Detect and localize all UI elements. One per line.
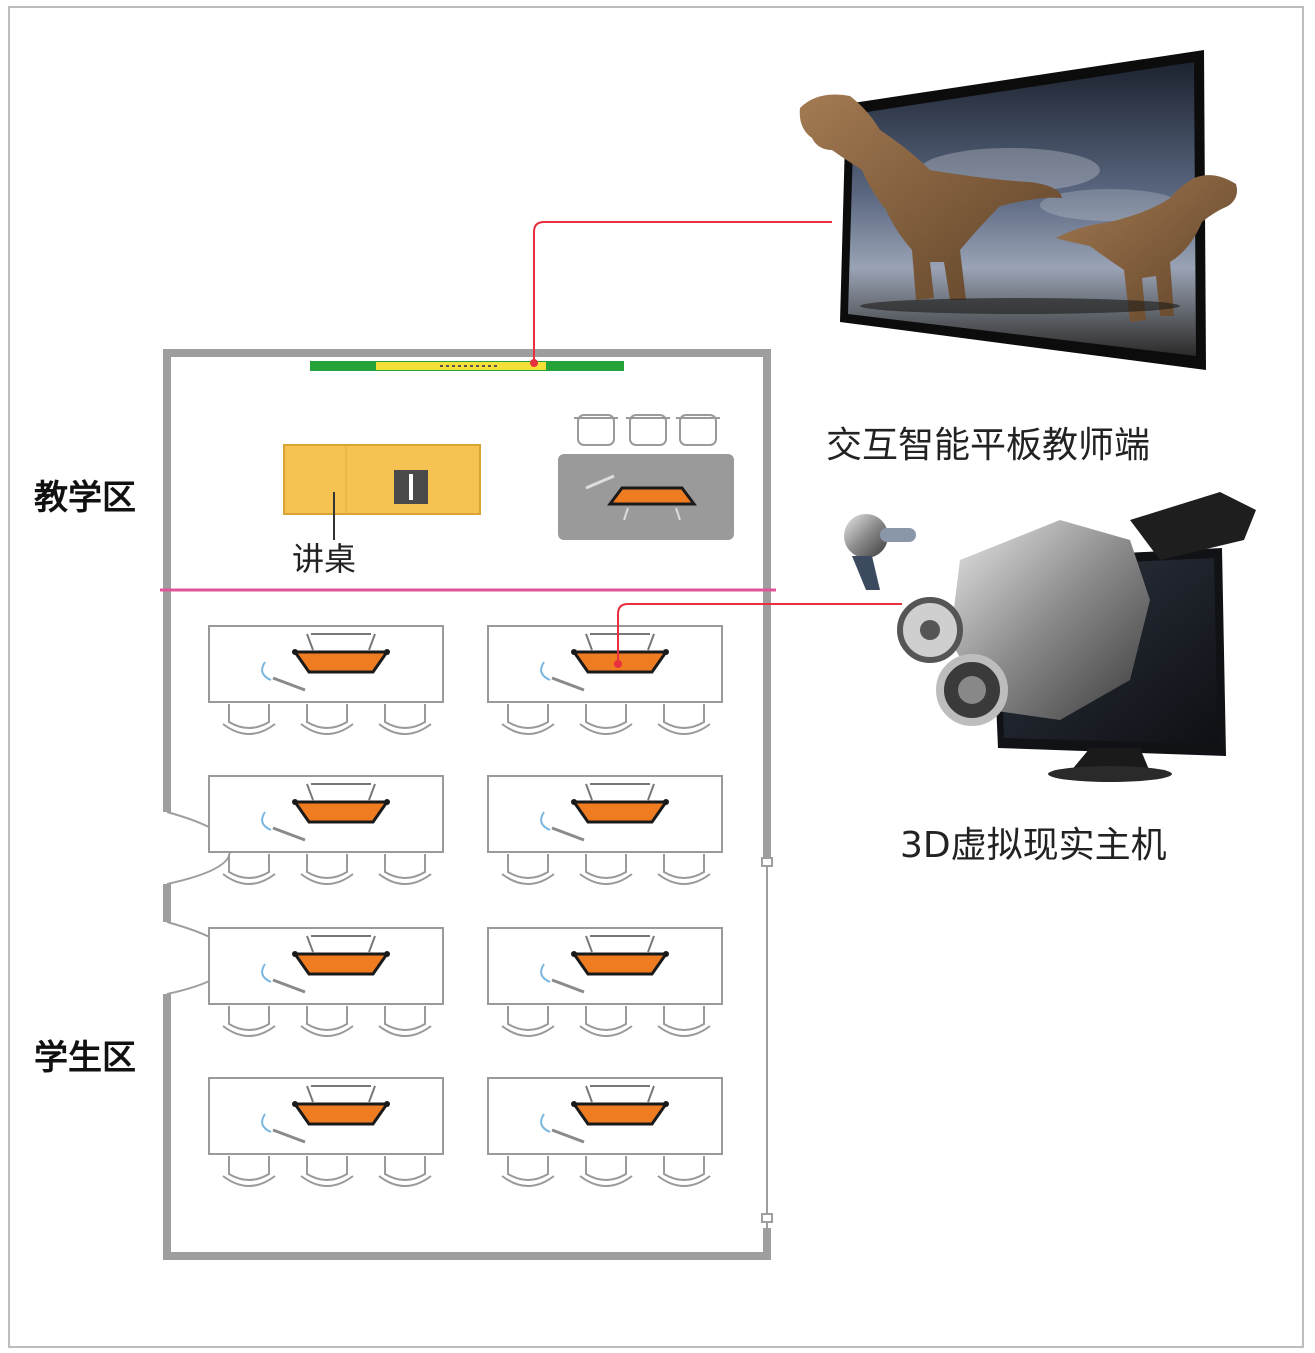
student-desk xyxy=(487,625,723,735)
student-chair xyxy=(378,703,432,735)
student-chair xyxy=(657,703,711,735)
student-chair xyxy=(300,1005,354,1037)
dinosaur-display-image xyxy=(799,50,1237,370)
student-chair xyxy=(579,1005,633,1037)
student-chair xyxy=(222,1005,276,1037)
student-chair xyxy=(300,853,354,885)
student-chair xyxy=(501,703,555,735)
student-zone-label: 学生区 xyxy=(34,1038,136,1078)
interactive-panel-caption: 交互智能平板教师端 xyxy=(826,425,1151,466)
student-chair xyxy=(657,853,711,885)
student-chair xyxy=(501,1155,555,1187)
student-desk xyxy=(208,927,444,1037)
front-interactive-board xyxy=(310,361,624,371)
teacher-station xyxy=(558,414,734,540)
podium-label: 讲桌 xyxy=(292,540,357,578)
student-chair xyxy=(579,853,633,885)
student-chair xyxy=(378,1155,432,1187)
vr-connection-line xyxy=(617,603,902,664)
student-desk xyxy=(208,775,444,885)
student-chair xyxy=(579,703,633,735)
student-desk xyxy=(208,1077,444,1187)
teacher-chair xyxy=(676,414,720,446)
student-chair xyxy=(657,1005,711,1037)
panel-connection-dot xyxy=(530,359,538,367)
student-chair xyxy=(501,853,555,885)
vr-host-caption: 3D虚拟现实主机 xyxy=(900,825,1167,866)
student-chair xyxy=(300,703,354,735)
podium xyxy=(283,444,481,540)
student-desk-group xyxy=(208,625,723,1187)
student-chair xyxy=(300,1155,354,1187)
panel-connection-line xyxy=(533,221,832,363)
teacher-chair xyxy=(574,414,618,446)
student-desk xyxy=(487,1077,723,1187)
student-desk xyxy=(487,775,723,885)
student-chair xyxy=(378,853,432,885)
vr-connection-dot xyxy=(614,660,622,668)
student-chair xyxy=(657,1155,711,1187)
student-chair xyxy=(501,1005,555,1037)
classroom-walls xyxy=(163,349,771,1260)
student-chair xyxy=(222,1155,276,1187)
teaching-zone-label: 教学区 xyxy=(34,478,136,518)
engine-monitor-image xyxy=(844,492,1256,782)
student-chair xyxy=(378,1005,432,1037)
student-chair xyxy=(222,703,276,735)
diagram-frame xyxy=(8,6,1304,1348)
student-chair xyxy=(579,1155,633,1187)
right-window xyxy=(760,857,774,1228)
student-desk xyxy=(208,625,444,735)
teacher-chair xyxy=(626,414,670,446)
student-desk xyxy=(487,927,723,1037)
student-chair xyxy=(222,853,276,885)
